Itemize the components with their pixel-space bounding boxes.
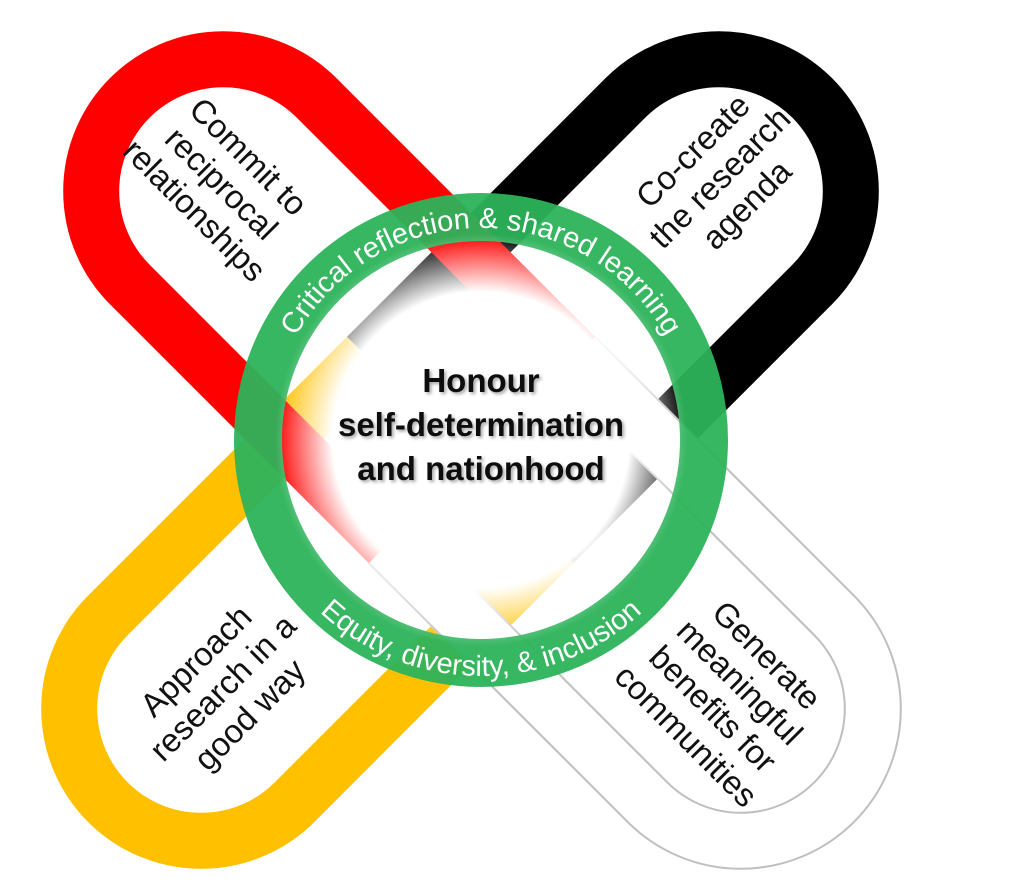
center-title-line: and nationhood xyxy=(357,450,604,487)
center-title: Honour self-determination and nationhood xyxy=(338,362,624,487)
center-title-line: Honour xyxy=(422,362,539,399)
inner-disk xyxy=(275,234,687,646)
center-title-line: self-determination xyxy=(338,406,624,443)
green-ring xyxy=(234,193,728,687)
